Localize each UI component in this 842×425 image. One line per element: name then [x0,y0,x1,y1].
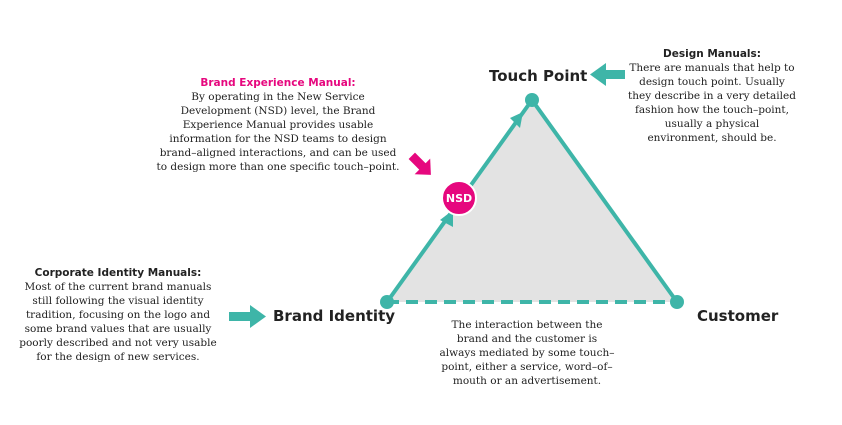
interaction-body: The interaction between the brand and th… [439,319,615,387]
corporate-identity-note: Corporate Identity Manuals: Most of the … [18,266,218,364]
triangle-area [387,100,677,302]
edge-arrow-upper [510,112,523,128]
nsd-badge-label: NSD [445,191,473,205]
brand-experience-title: Brand Experience Manual: [200,77,356,89]
brand-identity-node-dot [380,295,394,309]
interaction-note: The interaction between the brand and th… [438,318,616,388]
design-manuals-title: Design Manuals: [663,48,761,60]
brand-identity-label: Brand Identity [273,307,396,325]
nsd-badge: NSD [441,180,477,216]
design-manuals-note: Design Manuals: There are manuals that h… [628,47,796,145]
touch-point-label: Touch Point [489,67,588,85]
design-manuals-arrow-icon [590,63,625,86]
corporate-identity-body: Most of the current brand manuals still … [19,281,217,363]
customer-label: Customer [697,307,779,325]
edge-arrow-lower [440,210,453,227]
customer-node-dot [670,295,684,309]
touchpoint-node-dot [525,93,539,107]
brand-experience-body: By operating in the New Service Developm… [156,91,400,173]
corporate-identity-arrow-icon [229,305,266,328]
edge-touchpoint-to-customer [530,98,679,304]
design-manuals-body: There are manuals that help to design to… [628,62,796,144]
corporate-identity-title: Corporate Identity Manuals: [34,267,202,279]
brand-experience-note: Brand Experience Manual: By operating in… [155,76,401,174]
brand-experience-arrow-icon [408,152,431,175]
